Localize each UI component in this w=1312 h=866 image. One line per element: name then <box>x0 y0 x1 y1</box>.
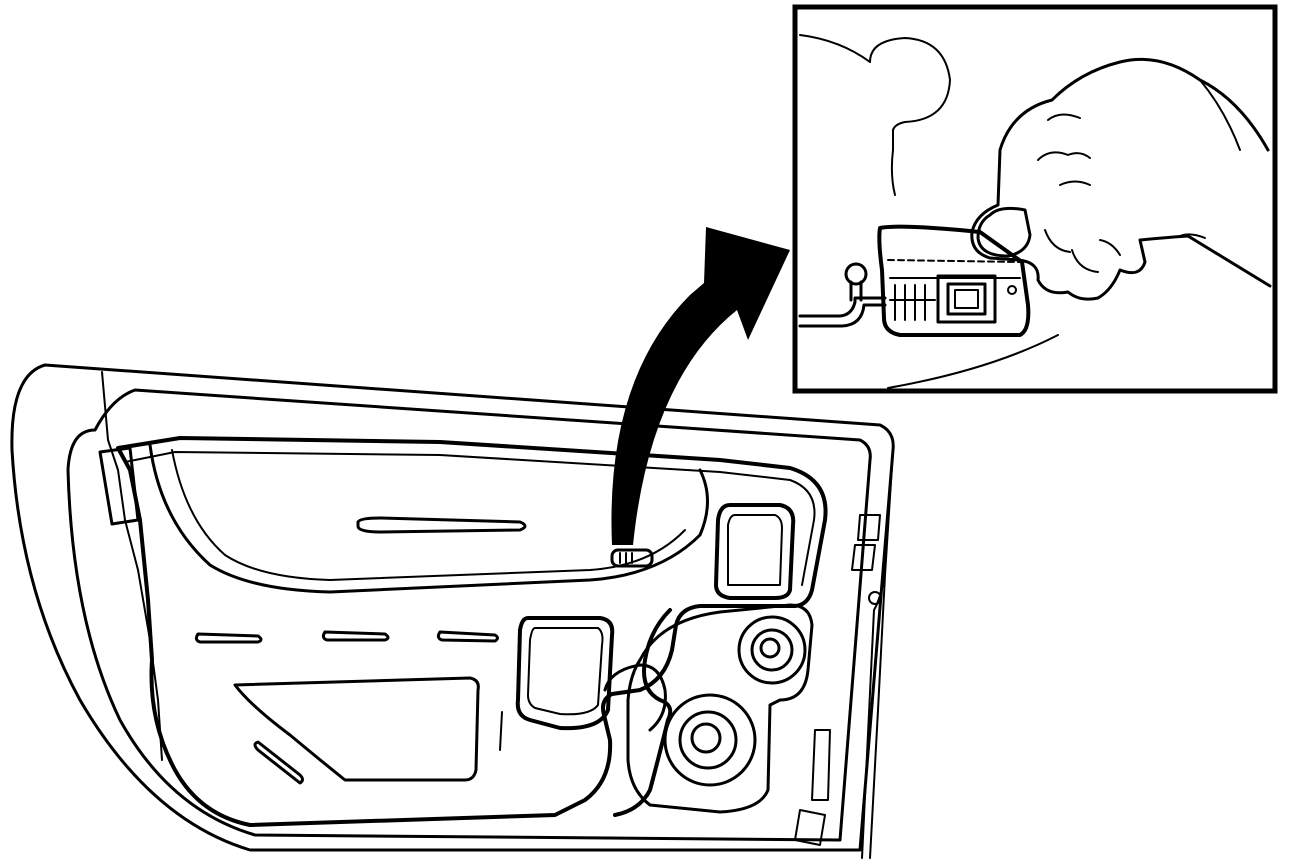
upper-armrest-recess <box>148 443 709 594</box>
connector-wire <box>798 296 887 318</box>
wiring-harness-inner <box>124 451 816 586</box>
inset-trim-curve-bottom <box>887 334 1059 389</box>
door-panel <box>10 363 895 859</box>
connector-terminal-inner <box>954 289 979 309</box>
connector-icon <box>877 224 1031 337</box>
door-edge-strip <box>869 449 894 859</box>
latch-lower <box>794 729 831 846</box>
door-inner-frame <box>66 388 872 842</box>
lower-pocket-mark <box>499 711 503 751</box>
inset-trim-curve-top <box>799 34 871 63</box>
connector-wire-2 <box>798 303 887 328</box>
switch-connector-location <box>610 548 654 568</box>
speaker-lower-mid <box>678 710 738 770</box>
connector-ribs <box>889 277 1021 321</box>
inset-frame <box>792 4 1278 394</box>
upper-armrest-inner <box>171 449 686 581</box>
hand-knuckle <box>1179 79 1241 239</box>
lower-pocket-handle <box>253 740 304 785</box>
speaker-upper-outer <box>737 615 807 685</box>
connector-post <box>844 262 868 286</box>
door-striker-hole <box>868 591 882 605</box>
handle-slot <box>356 516 527 534</box>
connector-post-stem <box>849 280 863 302</box>
speaker-upper-center <box>759 637 781 659</box>
door-cable <box>101 371 163 761</box>
hand-thumb <box>976 206 1032 258</box>
hand-icon <box>970 57 1272 301</box>
connector-pin <box>1007 285 1017 295</box>
clip-slot-2 <box>321 630 390 642</box>
lower-pocket <box>233 676 480 782</box>
speaker-upper-mid <box>750 628 794 672</box>
regulator-cable-loop <box>603 663 667 732</box>
regulator-cable <box>613 608 673 817</box>
connector-terminal-box <box>936 274 997 324</box>
switch-connector-ribs <box>619 552 633 564</box>
inset-knob <box>869 37 951 196</box>
clip-slot-1 <box>194 632 263 644</box>
connector-dashed-line <box>887 259 1021 263</box>
service-hole-upper-inner <box>727 514 783 586</box>
latch-upper <box>851 514 881 571</box>
speaker-lower-center <box>690 722 722 754</box>
hand-finger-creases <box>1037 113 1121 273</box>
clip-slot-3 <box>436 630 499 643</box>
regulator-plate <box>626 603 814 814</box>
door-edge-line <box>861 574 886 859</box>
service-hole-lower <box>515 616 615 731</box>
detail-inset <box>792 4 1278 394</box>
curved-arrow-icon <box>611 227 790 545</box>
service-hole-upper <box>714 503 796 600</box>
service-hole-lower-inner <box>527 627 604 716</box>
